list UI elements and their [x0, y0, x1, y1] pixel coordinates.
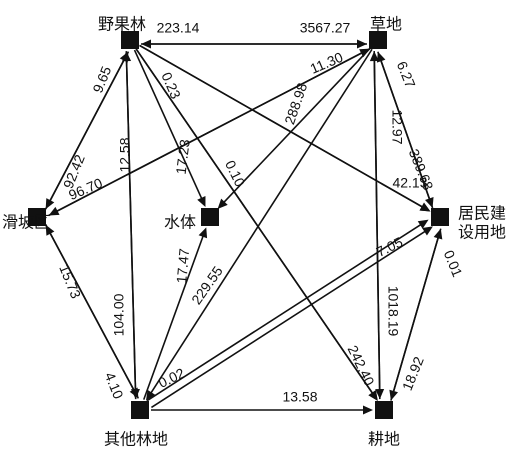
edge-line [135, 48, 374, 395]
edge-value-label: 4.10 [102, 370, 127, 401]
node-marker [131, 401, 149, 419]
arrow-head-icon [197, 196, 206, 207]
edge-value-label: 0.01 [441, 248, 466, 279]
edge-forest-to-grassland [141, 39, 367, 49]
arrow-head-icon [198, 227, 208, 239]
arrow-head-icon [45, 224, 55, 236]
edge-value-label: 13.58 [282, 389, 317, 405]
arrow-head-icon [376, 51, 386, 63]
node-marker [431, 208, 449, 226]
edge-value-label: 288.98 [281, 81, 310, 127]
edge-value-label: 11.30 [308, 49, 346, 77]
edge-forest-to-water [133, 49, 206, 207]
edge-line [146, 223, 423, 402]
edge-residential-to-grassland [376, 51, 434, 209]
edge-line [149, 48, 373, 395]
node-label: 野果林 [98, 15, 146, 34]
node-marker [28, 208, 46, 226]
node-marker [369, 31, 387, 49]
edge-line [379, 58, 434, 209]
arrow-head-icon [122, 51, 132, 62]
edge-line [133, 49, 203, 201]
node-label: 草地 [370, 15, 402, 34]
edge-grassland-to-other_forest [145, 48, 373, 401]
node-marker [375, 401, 393, 419]
arrow-head-icon [357, 39, 367, 49]
edge-value-label: 6.27 [394, 59, 419, 90]
node-marker [201, 208, 219, 226]
edge-value-label: 223.14 [157, 20, 200, 36]
arrow-head-icon [368, 390, 378, 401]
edge-other_forest-to-forest [122, 51, 137, 400]
node-grassland: 草地 [369, 15, 402, 49]
edge-value-label: 42.13 [392, 175, 427, 191]
arrow-head-icon [417, 219, 429, 229]
node-label: 水体 [164, 213, 196, 232]
arrow-head-icon [217, 198, 228, 210]
arrow-head-icon [433, 228, 443, 240]
edge-value-label: 12.58 [117, 137, 133, 172]
node-label: 其他林地 [104, 430, 168, 449]
node-label: 耕地 [368, 430, 400, 449]
edge-farmland-to-grassland [369, 51, 381, 400]
node-water: 水体 [164, 208, 219, 232]
node-marker [121, 31, 139, 49]
edge-value-label: 104.00 [111, 293, 127, 336]
edge-value-label: 1018.19 [385, 286, 401, 337]
arrow-head-icon [422, 226, 433, 236]
arrow-head-icon [369, 51, 379, 62]
node-label: 居民建 [458, 204, 506, 223]
edge-other_forest-to-landslide [45, 224, 140, 399]
edge-forest-to-residential [139, 44, 431, 212]
edge-value-label: 12.97 [389, 109, 405, 144]
node-other-forest: 其他林地 [104, 401, 168, 449]
edge-line [142, 234, 205, 400]
edge-line [390, 236, 440, 401]
edge-value-label: 9.65 [89, 64, 114, 95]
arrow-head-icon [419, 202, 431, 212]
edge-farmland-to-residential [390, 228, 443, 401]
edge-line [48, 51, 364, 217]
node-farmland: 耕地 [368, 401, 400, 449]
node-label: 设用地 [458, 223, 506, 242]
edge-value-label: 0.10 [222, 158, 248, 190]
edge-line [44, 58, 126, 210]
edge-other_forest-to-farmland [151, 405, 373, 415]
edges-layer [44, 39, 443, 415]
edge-other_forest-to-residential [150, 226, 433, 409]
node-forest: 野果林 [98, 15, 146, 49]
edge-other_forest-to-residential [146, 219, 429, 402]
edge-value-label: 17.23 [173, 138, 193, 175]
edge-other_forest-to-water [142, 227, 208, 400]
edge-line [222, 47, 372, 204]
edge-value-label: 17.47 [173, 248, 192, 285]
edge-line [48, 231, 140, 399]
arrow-head-icon [363, 405, 373, 415]
edge-value-label: 242.40 [345, 343, 378, 389]
edge-value-label: 3567.27 [300, 20, 351, 36]
node-label: 滑坡区 [2, 213, 50, 232]
node-landslide: 滑坡区 [2, 208, 50, 232]
edge-line [125, 59, 137, 400]
edge-grassland-to-water [217, 47, 372, 210]
arrow-head-icon [145, 389, 156, 401]
edge-line [139, 44, 424, 209]
edge-line [150, 229, 427, 409]
edge-value-label: 15.73 [56, 262, 84, 301]
edge-line [373, 59, 381, 400]
edge-forest-to-farmland [135, 48, 378, 401]
